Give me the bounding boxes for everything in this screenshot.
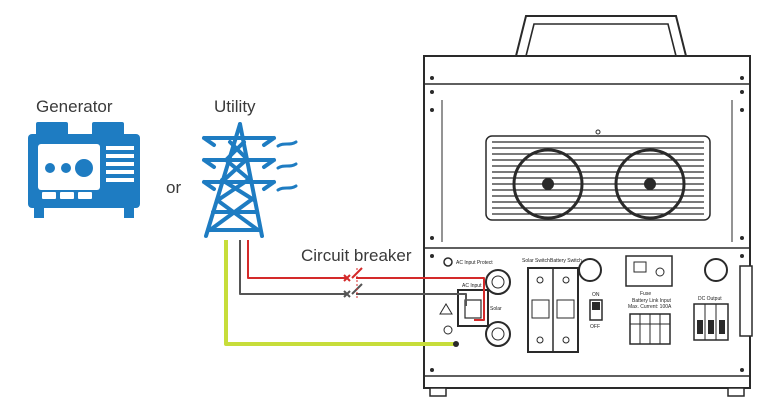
off-text: OFF: [590, 324, 600, 330]
generator-icon: [28, 122, 140, 218]
bottom-panel: AC Input Protect AC Input Solar Solar Sw…: [439, 255, 729, 353]
utility-label: Utility: [214, 97, 256, 116]
battery-input-text: Battery Link Input: [632, 298, 672, 304]
wiring: [224, 240, 485, 346]
battery-switch-text: Battery Switch: [550, 258, 582, 264]
fuse-text: Fuse: [640, 291, 651, 297]
battery-current-text: Max. Current: 100A: [628, 304, 672, 310]
circuit-breaker-symbol: [343, 267, 363, 298]
utility-tower-icon: [202, 122, 298, 238]
ac-input-text: AC Input: [462, 283, 482, 289]
neutral-wire: [239, 240, 346, 295]
or-label: or: [166, 178, 182, 197]
fan-grille: [485, 135, 711, 221]
on-text: ON: [592, 292, 600, 298]
ground-wire: [224, 240, 456, 346]
dc-output-text: DC Output: [698, 296, 722, 302]
solar-text: Solar: [490, 306, 502, 312]
ground-terminal: [453, 341, 459, 347]
ac-input-protect-text: AC Input Protect: [456, 260, 493, 266]
switch-label-text: Solar Switch: [522, 258, 550, 264]
generator-label: Generator: [36, 97, 113, 116]
live-wire: [247, 240, 346, 279]
circuit-breaker-label: Circuit breaker: [301, 246, 412, 265]
